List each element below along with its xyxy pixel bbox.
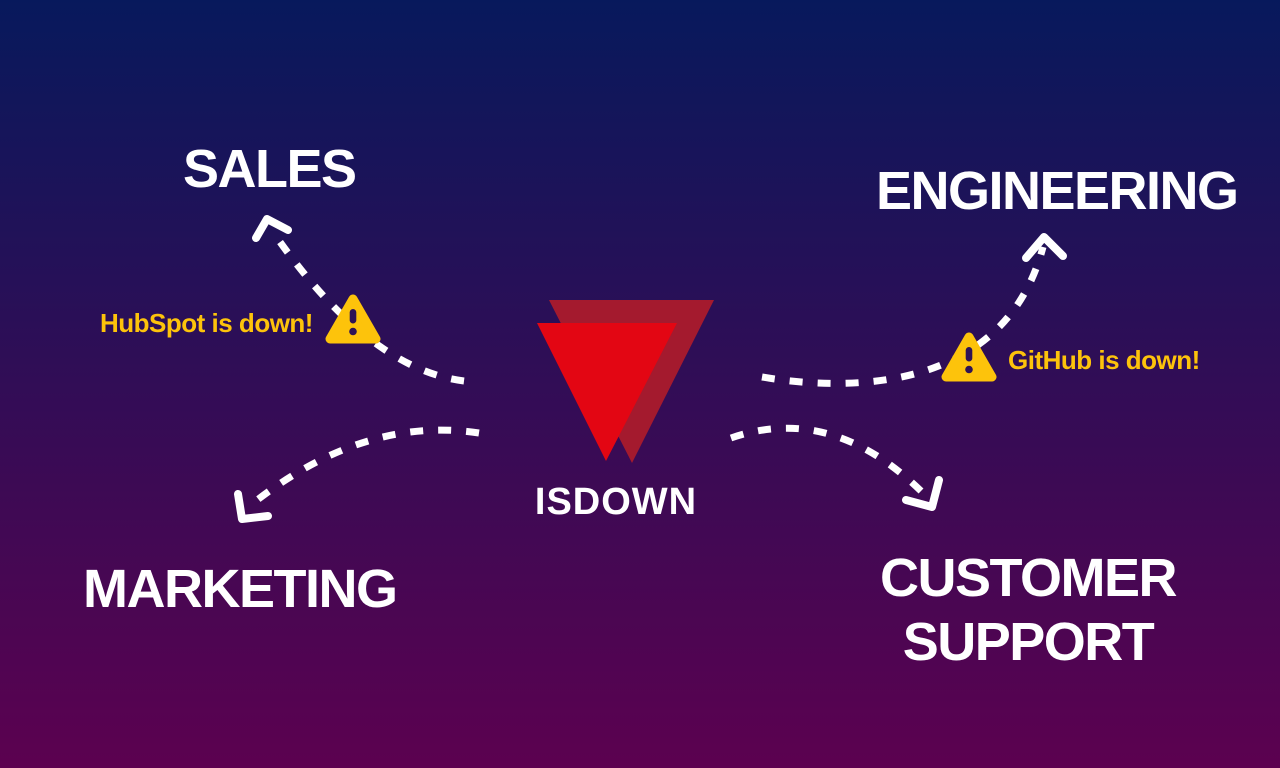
logo-wordmark: ISDOWN bbox=[534, 481, 698, 523]
arrowhead-engineering-icon bbox=[1022, 233, 1067, 262]
alert-text-github: GitHub is down! bbox=[1008, 345, 1200, 375]
arrowhead-marketing-icon bbox=[234, 490, 272, 523]
arrow-line-marketing bbox=[244, 426, 480, 511]
arrow-line-sales bbox=[270, 230, 465, 385]
warning-icon bbox=[941, 332, 997, 382]
warning-exclamation-dot bbox=[965, 365, 973, 374]
isdown-logo-icon bbox=[537, 300, 714, 463]
warning-exclamation-bar bbox=[965, 347, 973, 362]
department-label-customer-support: CUSTOMER SUPPORT bbox=[879, 548, 1178, 672]
department-label-engineering: ENGINEERING bbox=[876, 161, 1239, 221]
logo-front-triangle bbox=[537, 323, 677, 461]
warning-exclamation-dot bbox=[349, 327, 357, 336]
department-label-sales: SALES bbox=[183, 139, 357, 199]
arrowhead-sales-icon bbox=[252, 215, 292, 242]
alert-text-hubspot: HubSpot is down! bbox=[100, 308, 313, 338]
arrow-line-engineering bbox=[761, 246, 1047, 387]
warning-exclamation-bar bbox=[349, 309, 357, 324]
warning-icon bbox=[325, 294, 381, 344]
arrow-heads bbox=[234, 215, 1067, 523]
arrowhead-customer-support-icon bbox=[902, 476, 943, 511]
arrow-dashed-lines bbox=[244, 230, 1047, 511]
department-label-marketing: MARKETING bbox=[83, 559, 398, 619]
